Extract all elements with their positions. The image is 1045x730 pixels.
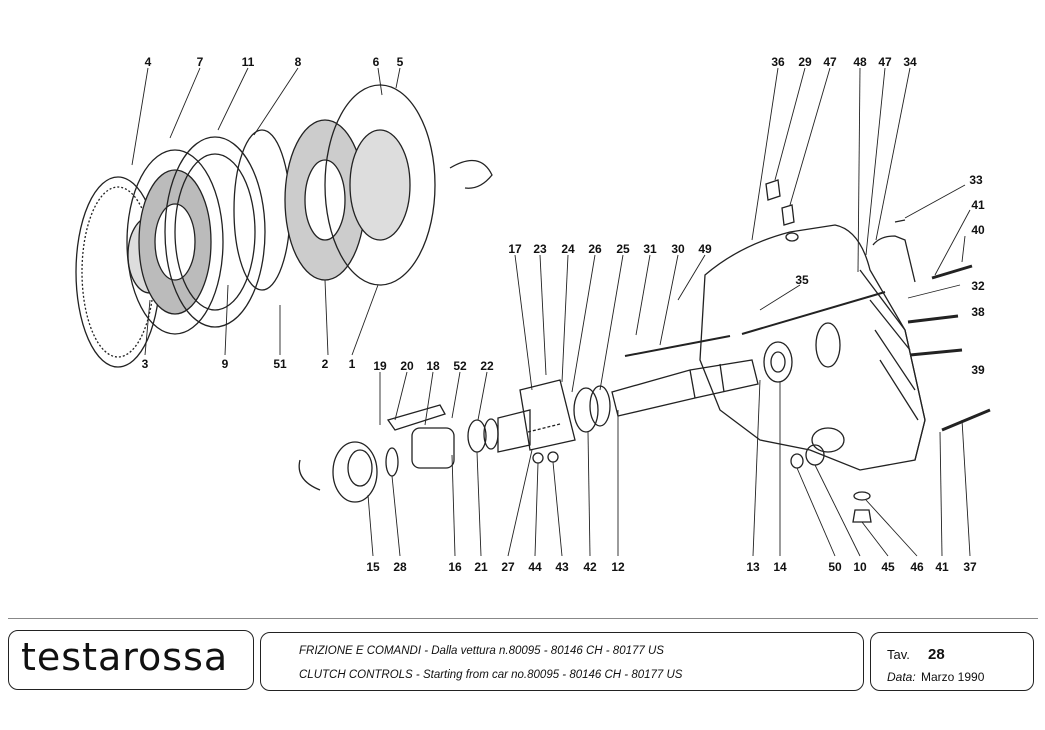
callout-38: 38 <box>971 305 985 319</box>
callout-42: 42 <box>583 560 597 574</box>
callout-8: 8 <box>294 55 302 69</box>
date-value: Marzo 1990 <box>921 670 985 684</box>
callout-7: 7 <box>196 55 204 69</box>
callout-3: 3 <box>141 357 149 371</box>
callout-18: 18 <box>426 359 440 373</box>
title-english: CLUTCH CONTROLS - Starting from car no.8… <box>299 669 683 681</box>
callout-6: 6 <box>372 55 380 69</box>
control-rod-part <box>741 291 886 335</box>
pressure-plate-part <box>324 84 436 286</box>
callout-17: 17 <box>508 242 522 256</box>
release-sleeve-part <box>386 404 499 469</box>
callout-45: 45 <box>881 560 895 574</box>
callout-1: 1 <box>348 357 356 371</box>
release-bearing-part <box>332 441 399 503</box>
callout-9: 9 <box>221 357 229 371</box>
primary-shaft-part <box>611 359 759 417</box>
callout-39: 39 <box>971 363 985 377</box>
callout-44: 44 <box>528 560 542 574</box>
callout-19: 19 <box>373 359 387 373</box>
callout-4: 4 <box>144 55 152 69</box>
callout-41: 41 <box>935 560 949 574</box>
callout-11: 11 <box>241 55 255 69</box>
logo-box: testarossa <box>8 630 254 690</box>
callout-26: 26 <box>588 242 602 256</box>
callout-12: 12 <box>611 560 625 574</box>
callout-10: 10 <box>853 560 867 574</box>
callout-14: 14 <box>773 560 787 574</box>
callout-52: 52 <box>453 359 467 373</box>
plate-info-box: Tav. 28 Data: Marzo 1990 <box>870 632 1034 691</box>
callout-13: 13 <box>746 560 760 574</box>
callout-51: 51 <box>273 357 287 371</box>
callout-46: 46 <box>910 560 924 574</box>
callout-31: 31 <box>643 242 657 256</box>
callout-34: 34 <box>903 55 917 69</box>
testarossa-logo: testarossa <box>21 635 229 679</box>
callout-25: 25 <box>616 242 630 256</box>
callout-41: 41 <box>971 198 985 212</box>
callout-40: 40 <box>971 223 985 237</box>
tav-label: Tav. <box>887 647 910 662</box>
callout-15: 15 <box>366 560 380 574</box>
callout-29: 29 <box>798 55 812 69</box>
callout-32: 32 <box>971 279 985 293</box>
callout-2: 2 <box>321 357 329 371</box>
washer-part <box>853 491 871 501</box>
callout-30: 30 <box>671 242 685 256</box>
callout-24: 24 <box>561 242 575 256</box>
callout-37: 37 <box>963 560 977 574</box>
callout-36: 36 <box>771 55 785 69</box>
title-box: FRIZIONE E COMANDI - Dalla vettura n.800… <box>260 632 864 691</box>
callout-48: 48 <box>853 55 867 69</box>
callout-22: 22 <box>480 359 494 373</box>
callout-47: 47 <box>823 55 837 69</box>
callout-23: 23 <box>533 242 547 256</box>
callout-47: 47 <box>878 55 892 69</box>
seal-ring-part <box>573 387 599 433</box>
callout-49: 49 <box>698 242 712 256</box>
callout-16: 16 <box>448 560 462 574</box>
callout-50: 50 <box>828 560 842 574</box>
parts-drawing <box>75 67 991 557</box>
cover-plate-part <box>164 136 266 328</box>
callout-43: 43 <box>555 560 569 574</box>
rotation-arrow-icon <box>449 159 493 189</box>
callout-35: 35 <box>795 273 809 287</box>
date-label: Data: <box>887 670 916 684</box>
callout-27: 27 <box>501 560 515 574</box>
clutch-housing-part <box>699 224 926 471</box>
callout-5: 5 <box>396 55 404 69</box>
callout-20: 20 <box>400 359 414 373</box>
tav-number: 28 <box>928 646 945 663</box>
title-italian: FRIZIONE E COMANDI - Dalla vettura n.800… <box>299 645 664 657</box>
footer-rule <box>8 618 1038 619</box>
callout-21: 21 <box>474 560 488 574</box>
callout-28: 28 <box>393 560 407 574</box>
guide-tube-part <box>497 379 576 464</box>
callout-33: 33 <box>969 173 983 187</box>
